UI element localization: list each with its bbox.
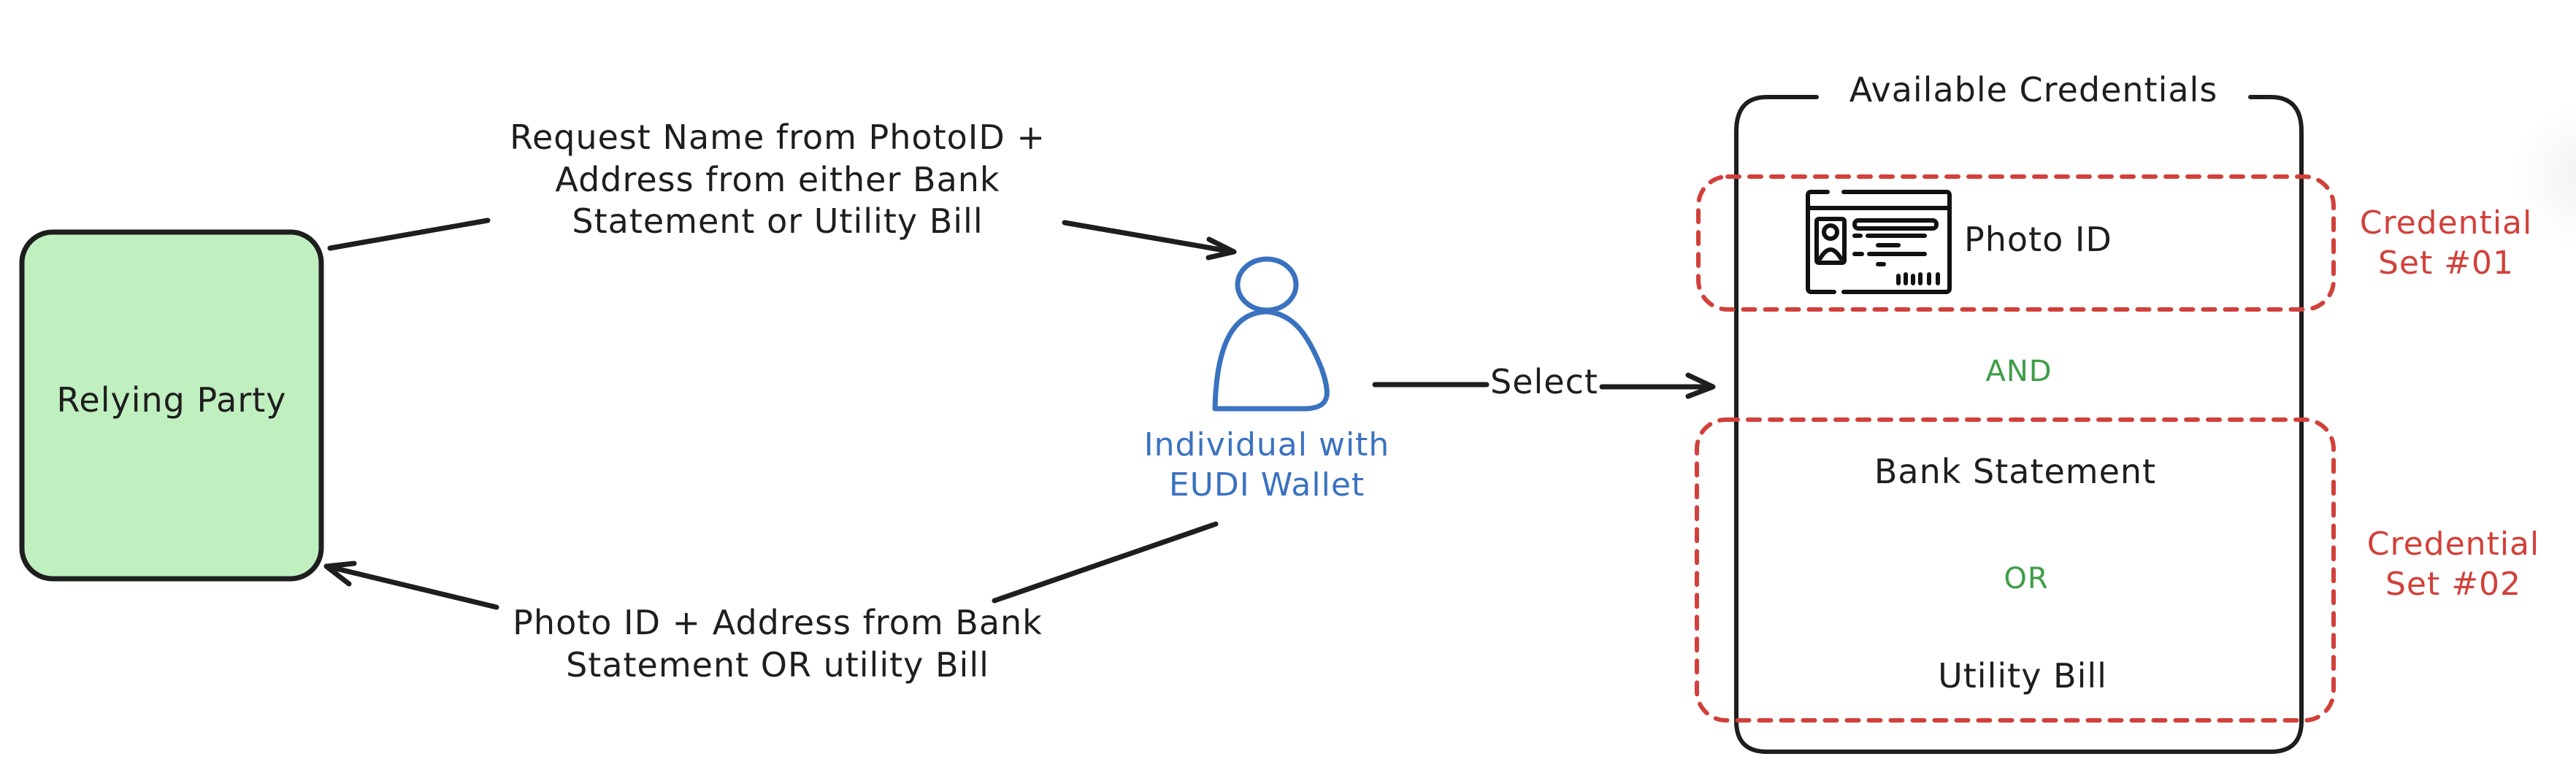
credential-set-02-label: Credential Set #02 — [2366, 525, 2540, 603]
available-credentials-frame — [1734, 95, 2304, 754]
request-edge-label: Request Name from PhotoID + Address from… — [510, 118, 1046, 241]
actor-label: Individual with EUDI Wallet — [1143, 426, 1390, 504]
id-card-icon — [1806, 190, 1952, 294]
relying-party-label: Relying Party — [56, 380, 287, 420]
credential-item-bank-statement[interactable]: Bank Statement — [1874, 452, 2157, 491]
credential-set-01-label: Credential Set #01 — [2359, 204, 2533, 282]
available-credentials-title: Available Credentials — [1825, 69, 2242, 112]
operator-and: AND — [1985, 355, 2052, 388]
select-edge-label: Select — [1490, 362, 1598, 401]
credential-item-utility-bill[interactable]: Utility Bill — [1938, 656, 2107, 696]
response-arrow — [323, 521, 1219, 610]
credential-set-01-box[interactable] — [1696, 174, 2336, 312]
credential-item-photo-id[interactable]: Photo ID — [1964, 220, 2112, 259]
relying-party-box[interactable] — [19, 229, 324, 582]
credential-set-02-box[interactable] — [1695, 417, 2336, 723]
request-arrow — [327, 217, 1237, 261]
select-arrow — [1372, 372, 1716, 399]
response-edge-label: Photo ID + Address from Bank Statement O… — [513, 603, 1043, 685]
person-icon[interactable] — [1212, 256, 1330, 412]
operator-or: OR — [2004, 562, 2049, 596]
